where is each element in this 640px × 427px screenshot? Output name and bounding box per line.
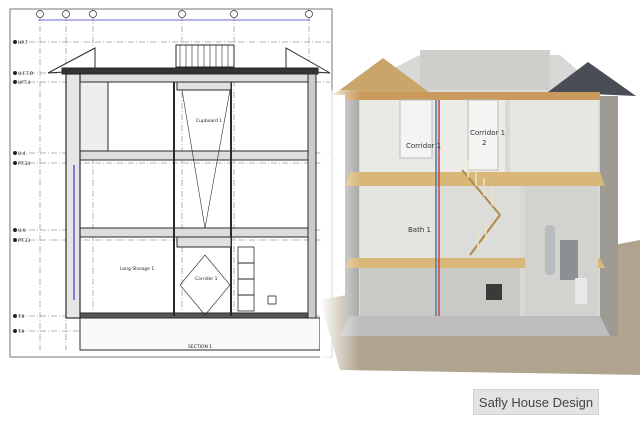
render-room-label: 2 <box>482 139 486 147</box>
level-label: U.9 <box>18 228 26 234</box>
room-label: Cupboard 1 <box>196 118 222 124</box>
render-room-label: Corridor 1 <box>470 129 505 137</box>
caption-label: Safly House Design <box>473 389 599 415</box>
section-drawing <box>9 8 333 358</box>
section-label: SECTION 1 <box>188 344 212 350</box>
render-room-label: Corridor 1 <box>406 142 441 150</box>
room-label: Long Storage 1 <box>120 266 154 272</box>
level-label: PT.33 <box>18 238 30 244</box>
level-label: U.F.T.O <box>18 71 34 77</box>
render-room-label: Bath 1 <box>408 226 431 234</box>
cutaway-render <box>320 50 640 390</box>
level-label: PT.34 <box>18 161 30 167</box>
room-label: Corridor 1 <box>195 276 218 282</box>
level-label: UFT.4 <box>18 80 30 86</box>
level-label: HP.7 <box>18 40 28 46</box>
level-label: T.9 <box>17 314 25 320</box>
level-label: T.9 <box>17 329 25 335</box>
level-label: U.4 <box>18 151 26 157</box>
